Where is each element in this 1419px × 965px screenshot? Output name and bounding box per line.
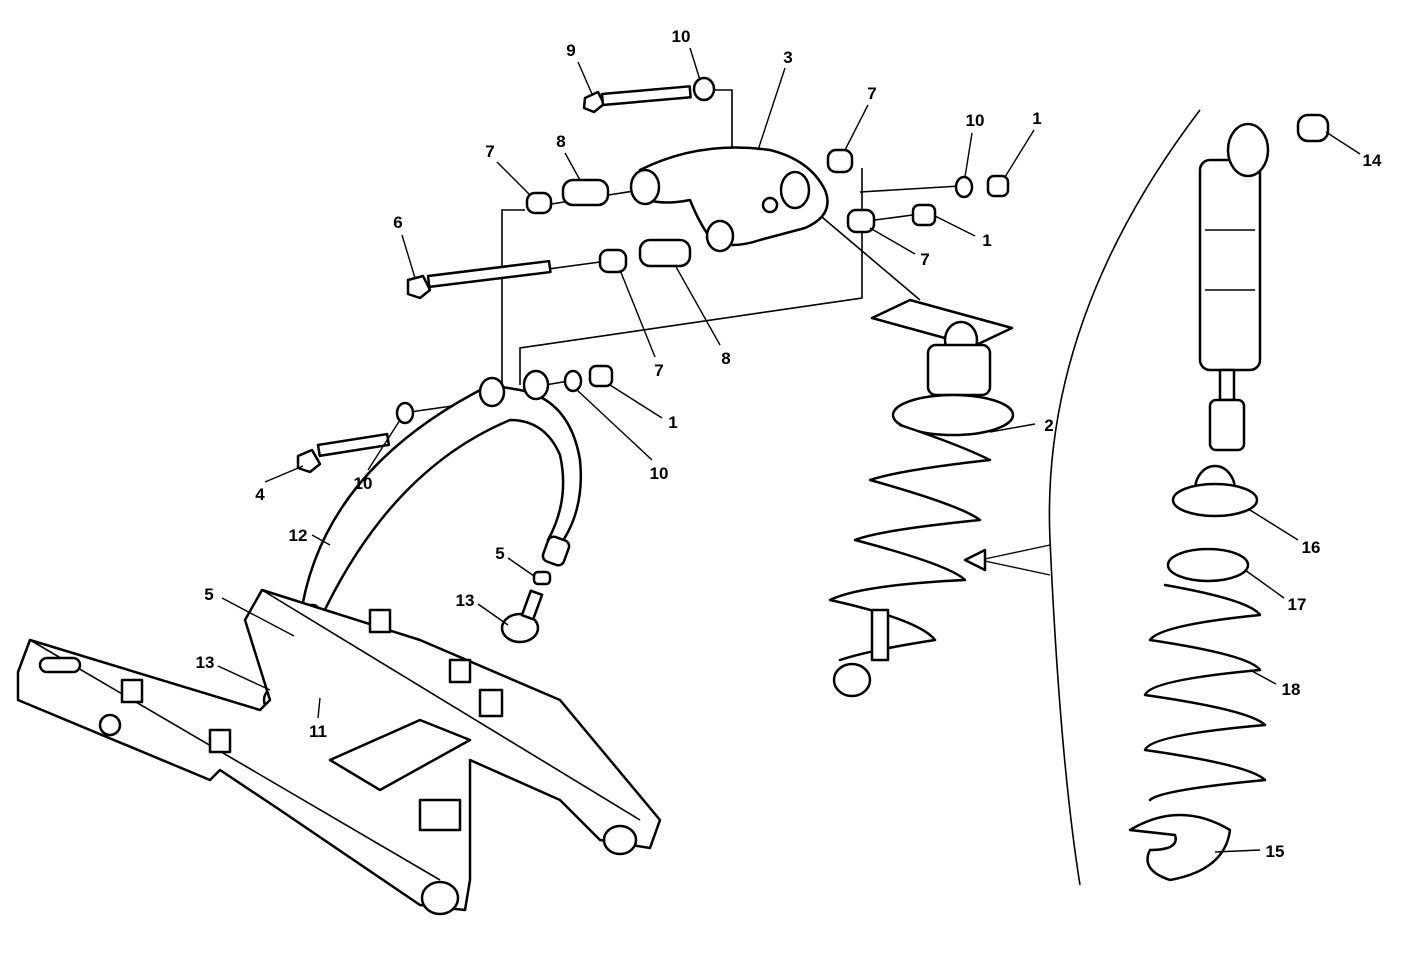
swingarm (16, 588, 662, 916)
label-part-13: 13 (456, 591, 475, 610)
label-part-1: 1 (982, 231, 991, 250)
label-part-15: 15 (1266, 842, 1285, 861)
label-part-10: 10 (672, 27, 691, 46)
label-part-7: 7 (654, 361, 663, 380)
label-part-11: 11 (309, 722, 327, 741)
leader-lines (217, 47, 1361, 853)
label-part-6: 6 (393, 213, 402, 232)
label-part-10: 10 (354, 474, 373, 493)
bolt-9 (582, 76, 716, 114)
part-number-labels: 9 10 3 7 10 1 7 8 1 7 6 7 8 1 2 4 10 10 … (196, 27, 1382, 861)
label-part-18: 18 (1282, 680, 1301, 699)
label-part-3: 3 (783, 48, 792, 67)
tie-rod-12 (293, 369, 583, 633)
label-part-12: 12 (289, 526, 308, 545)
bolt-6 (406, 259, 552, 300)
label-part-10: 10 (966, 111, 985, 130)
label-part-16: 16 (1302, 538, 1321, 557)
shock-absorber-2 (828, 298, 1015, 698)
label-part-5: 5 (204, 585, 213, 604)
label-part-7: 7 (867, 84, 876, 103)
label-part-4: 4 (255, 485, 265, 504)
rocker-arm-3 (629, 146, 829, 253)
label-part-9: 9 (566, 41, 575, 60)
label-part-17: 17 (1288, 595, 1307, 614)
label-part-8: 8 (556, 132, 565, 151)
label-part-2: 2 (1044, 416, 1053, 435)
label-part-5: 5 (495, 544, 504, 563)
shock-exploded-parts (1128, 122, 1270, 882)
spacers-and-nuts (395, 113, 1330, 425)
label-part-1: 1 (1032, 109, 1041, 128)
label-part-7: 7 (920, 250, 929, 269)
bolt-4 (296, 432, 391, 474)
label-part-13: 13 (196, 653, 215, 672)
detail-callout-arrow (963, 109, 1201, 886)
label-part-1: 1 (668, 413, 677, 432)
label-part-14: 14 (1363, 151, 1382, 170)
label-part-10: 10 (650, 464, 669, 483)
label-part-8: 8 (721, 349, 730, 368)
label-part-7: 7 (485, 142, 494, 161)
